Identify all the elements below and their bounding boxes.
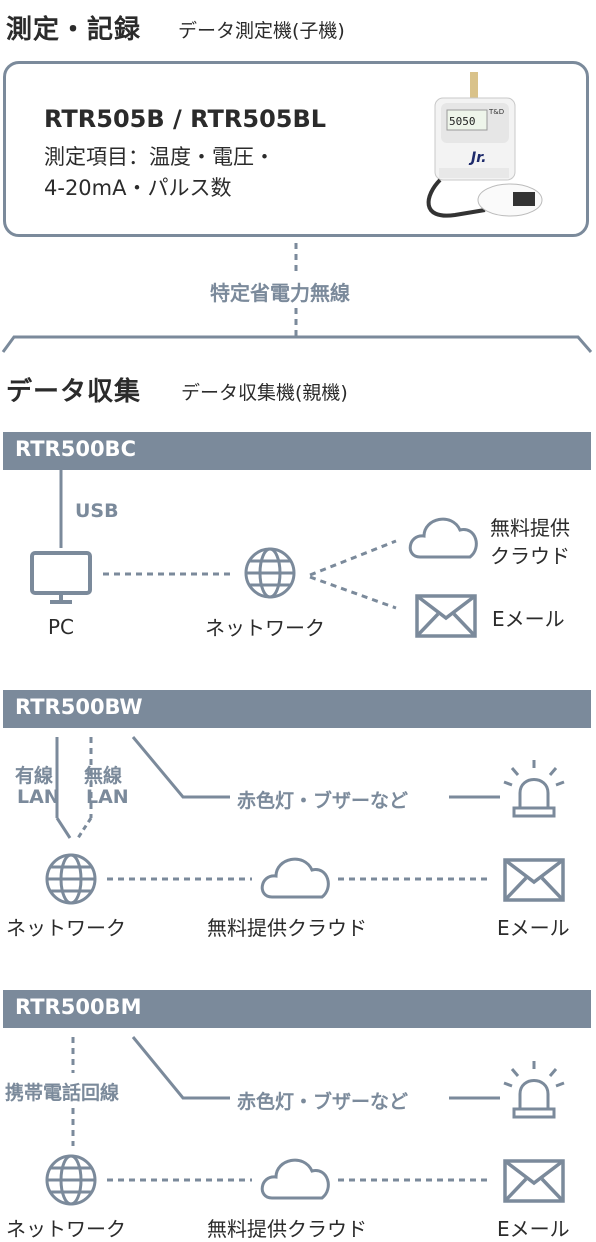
device-logo-text: Jr. [468,150,486,166]
collect-bracket [1,335,593,353]
mail-icon [503,1159,565,1203]
device-spec-line1: 測定項目：温度・電圧・ [44,145,275,169]
cloud-icon [260,857,330,899]
bm-email-label: Eメール [497,1217,570,1241]
bc-cloud-label-2: クラウド [490,544,570,568]
alarm-lamp-icon [503,1061,565,1119]
wireless-lan-join [76,817,93,839]
bm-alarm-label: 赤色灯・ブザーなど [237,1091,409,1113]
wireless-lan-label-1: 無線 [84,765,123,787]
measure-record-heading: 測定・記録 [6,15,142,45]
device-display-text: 5050 [449,115,476,128]
network-email-line [309,575,397,610]
bw-network-label: ネットワーク [6,916,126,940]
device-brand-text: T&D [488,108,504,116]
bm-alarm-line-left [131,1036,230,1100]
wired-lan-label-2: LAN [17,786,60,808]
alarm-lamp-icon [503,760,565,818]
rtr500bm-bar: RTR500BM [3,990,591,1028]
usb-label: USB [75,500,119,522]
wired-lan-join [55,817,72,839]
collect-subtitle: データ収集機(親機) [181,382,348,404]
bc-cloud-label-1: 無料提供 [490,516,570,540]
bc-network-label: ネットワーク [205,616,325,640]
network-cloud-line [309,539,397,577]
globe-icon [45,1154,97,1206]
pc-label: PC [48,615,75,639]
cloud-icon [408,517,478,559]
device-model: RTR505B / RTR505BL [44,105,327,133]
cloud-icon [260,1158,330,1200]
bw-cloud-label: 無料提供クラウド [207,916,367,940]
wireless-label: 特定省電力無線 [210,281,350,305]
globe-icon [45,853,97,905]
pc-icon [30,551,92,604]
bw-alarm-line-left [131,736,230,799]
bm-network-label: ネットワーク [6,1217,126,1241]
collect-heading: データ収集 [6,377,142,407]
bw-email-label: Eメール [497,916,570,940]
bw-alarm-label: 赤色灯・ブザーなど [237,790,409,812]
wired-lan-label-1: 有線 [15,765,54,787]
rtr500bc-bar: RTR500BC [3,432,591,470]
bm-cloud-label: 無料提供クラウド [207,1217,367,1241]
mobile-line-label: 携帯電話回線 [5,1082,120,1104]
globe-icon [244,547,296,599]
bc-email-label: Eメール [492,607,565,631]
mail-icon [503,858,565,902]
rtr500bw-bar: RTR500BW [3,690,591,728]
mail-icon [415,594,477,638]
data-logger-device-image: 5050 T&D Jr. [426,72,543,218]
device-spec-line2: 4-20mA・パルス数 [44,176,232,200]
measure-device-subtitle: データ測定機(子機) [178,20,345,42]
wireless-lan-label-2: LAN [86,786,129,808]
